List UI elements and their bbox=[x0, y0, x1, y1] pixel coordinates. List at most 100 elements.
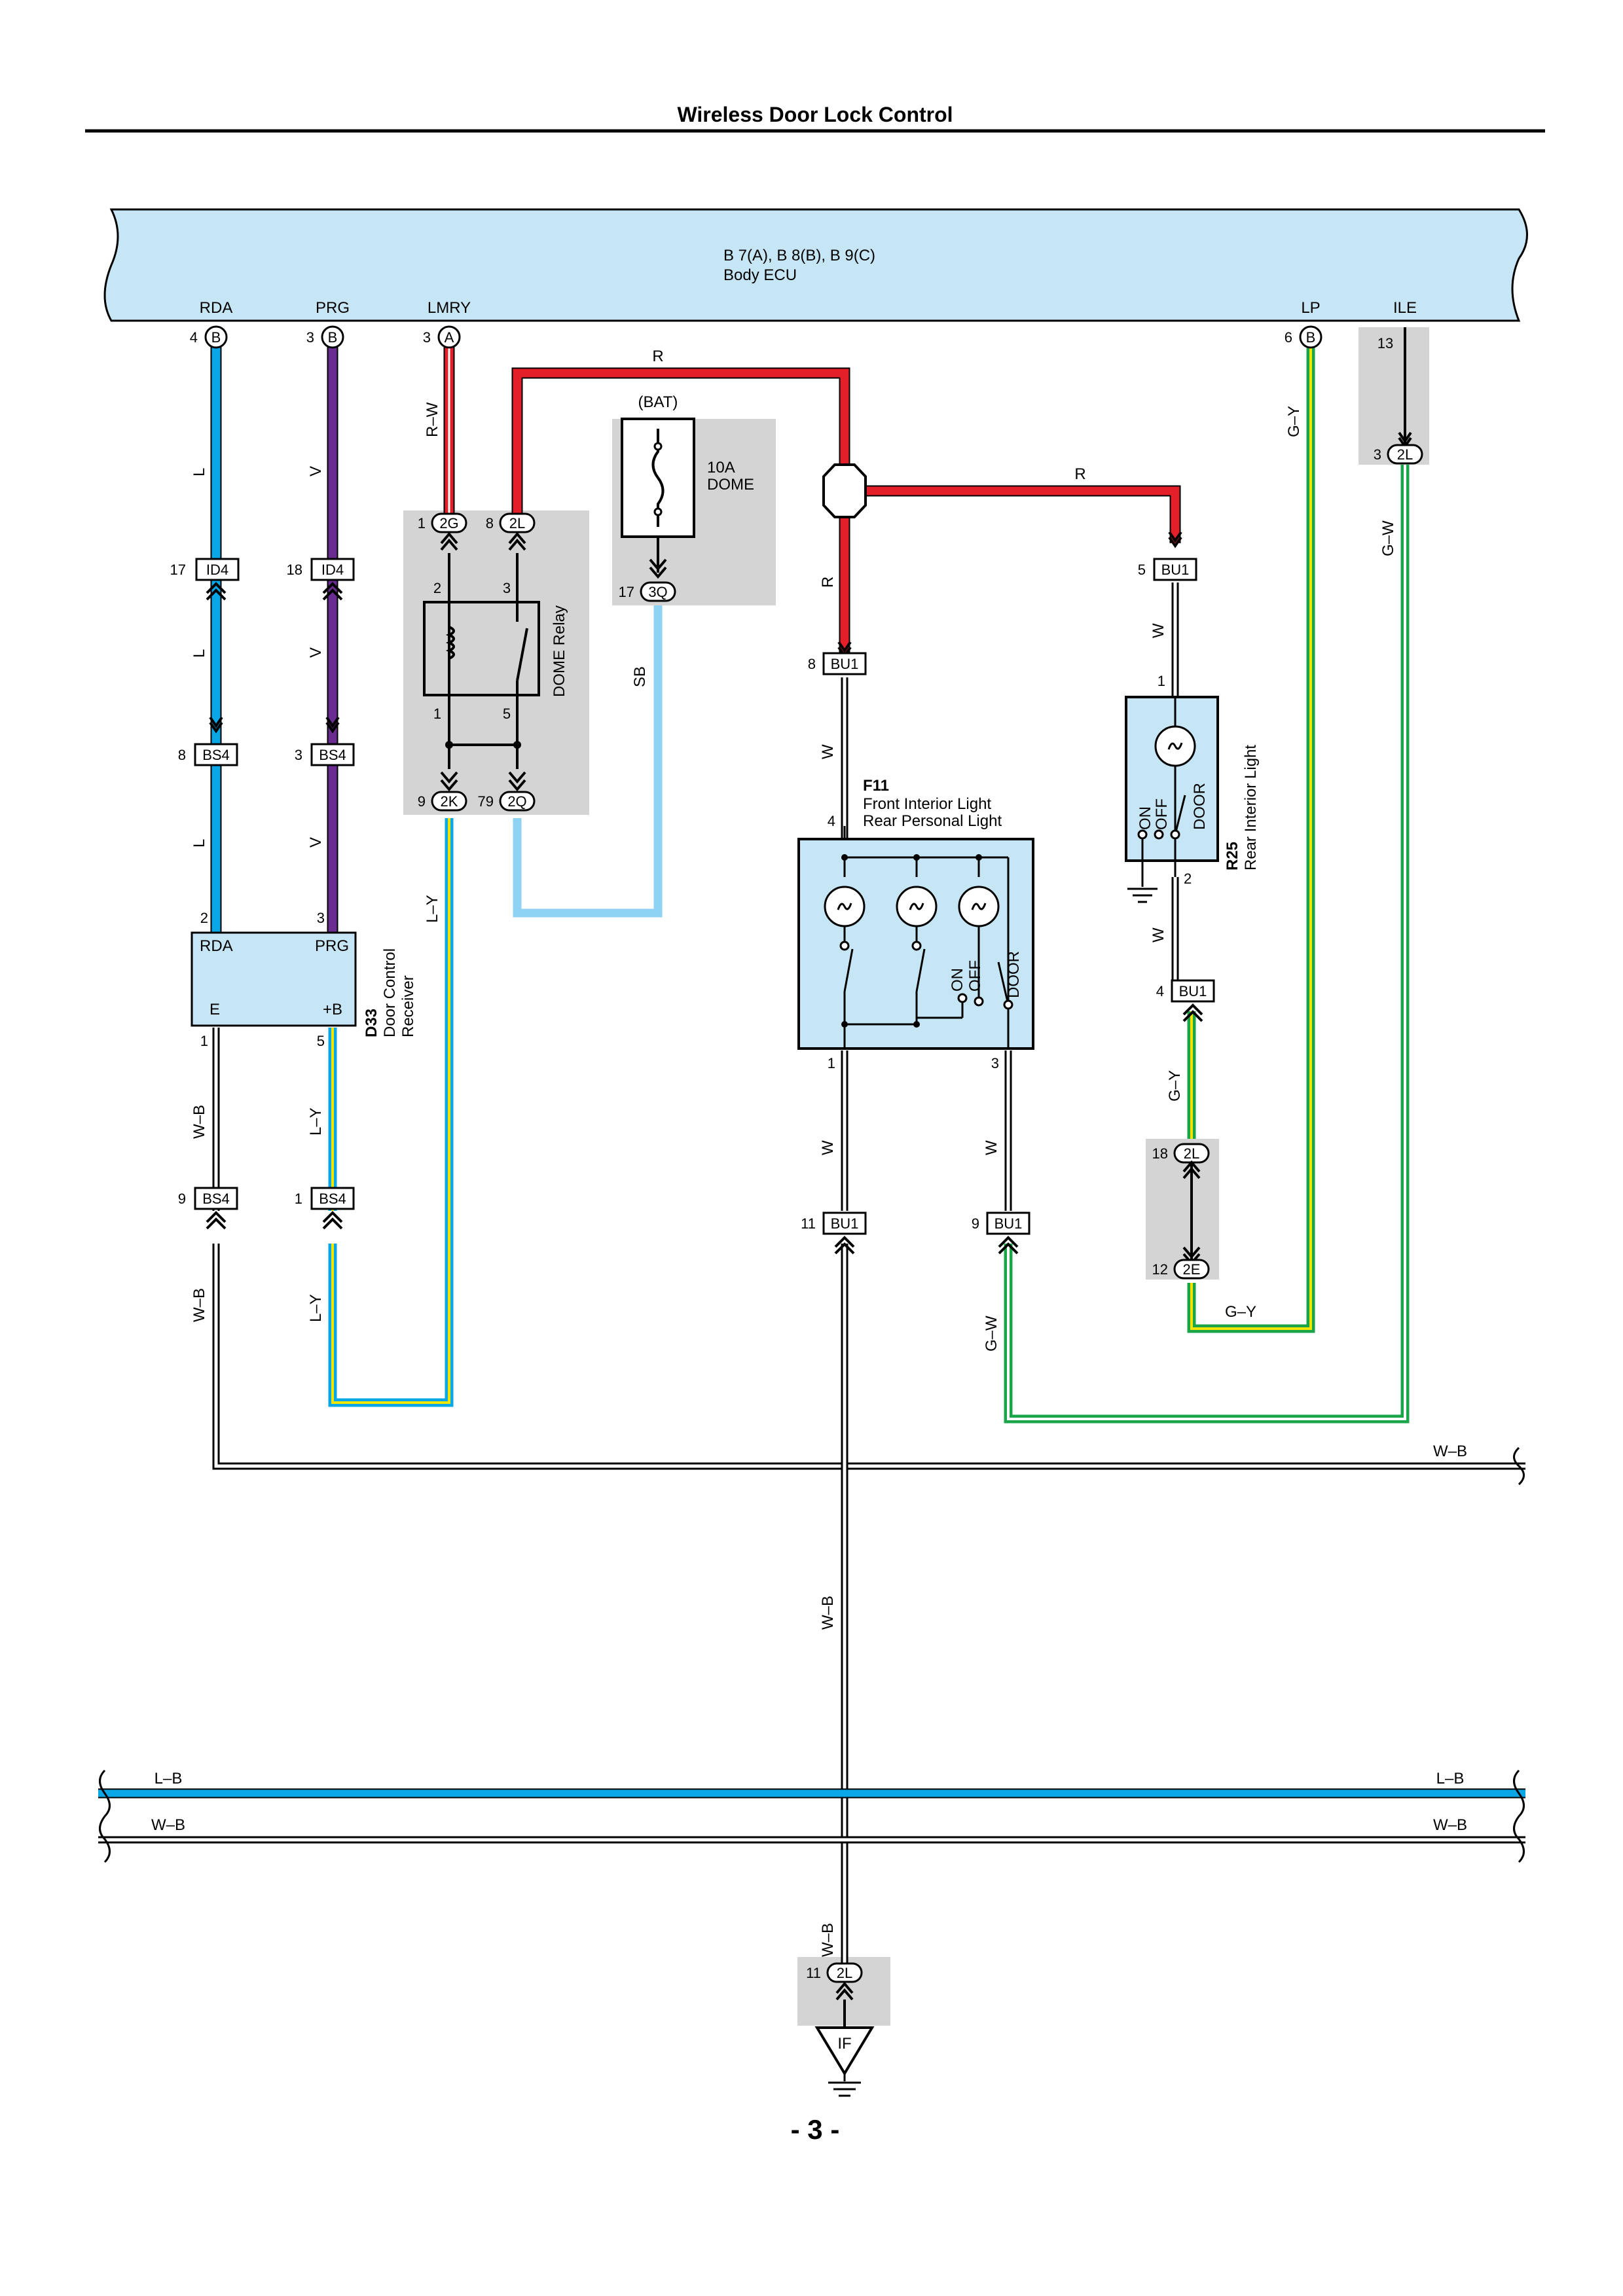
bus-break-marks bbox=[99, 1446, 1525, 1863]
rear-light-contacts bbox=[1137, 829, 1180, 840]
front-switch-door: DOOR bbox=[1005, 951, 1023, 998]
receiver-term-prg: PRG bbox=[315, 937, 349, 955]
conn-bu1-rear-bot-name: BU1 bbox=[1179, 983, 1207, 999]
conn-2l-gnd-pin: 11 bbox=[806, 1965, 821, 1981]
label-w-4: W bbox=[819, 1140, 837, 1155]
relay-pin-3: 3 bbox=[503, 580, 511, 596]
ground-triangle-icon bbox=[814, 2026, 875, 2076]
ecu-conn-rda: B bbox=[211, 329, 221, 346]
conn-2g-pin: 1 bbox=[418, 515, 426, 531]
label-gy-1: G–Y bbox=[1285, 406, 1303, 437]
label-gw-1: G–W bbox=[1379, 520, 1397, 556]
conn-bs4-prg-pin: 3 bbox=[295, 747, 302, 763]
ecu-name: B 7(A), B 8(B), B 9(C) bbox=[723, 247, 875, 264]
receiver-code: D33 bbox=[363, 1009, 380, 1037]
conn-id4-rda-pin: 17 bbox=[170, 562, 186, 578]
label-wb-left: W–B bbox=[151, 1816, 185, 1834]
rear-light-ground-icon bbox=[1127, 888, 1158, 903]
label-w-3: W bbox=[1150, 927, 1167, 942]
conn-id4-prg-name: ID4 bbox=[321, 562, 344, 578]
front-light-internals bbox=[824, 826, 1010, 1049]
conn-3q bbox=[640, 581, 676, 602]
ecu-pin-prg: 3 bbox=[306, 329, 314, 346]
conn-2e bbox=[1173, 1259, 1210, 1280]
conn-bs4-prg-name: BS4 bbox=[319, 747, 346, 763]
ecu-term-ile: ILE bbox=[1393, 299, 1417, 317]
conn-bu1-r-pin: 8 bbox=[808, 656, 816, 672]
fuse-rating: 10A bbox=[707, 459, 735, 476]
front-switch-on: ON bbox=[949, 968, 966, 992]
label-wb-right: W–B bbox=[1433, 1816, 1467, 1834]
conn-2l-ile-name: 2L bbox=[1397, 446, 1413, 463]
receiver-pin-5: 5 bbox=[317, 1033, 325, 1049]
conn-id4-prg-pin: 18 bbox=[287, 562, 302, 578]
front-light-pin-4: 4 bbox=[828, 813, 835, 829]
conn-bs4-b bbox=[310, 1187, 355, 1230]
conn-bs4-rda bbox=[194, 743, 238, 766]
ecu-pin-rda: 4 bbox=[190, 329, 198, 346]
fuse-icon bbox=[651, 429, 665, 527]
wire-sb bbox=[513, 605, 663, 918]
label-lb-right: L–B bbox=[1436, 1770, 1465, 1787]
conn-2q-pin: 79 bbox=[478, 793, 494, 810]
relay-pin-1: 1 bbox=[433, 706, 441, 722]
label-wb-5: W–B bbox=[1433, 1443, 1467, 1460]
front-light-pin-1: 1 bbox=[828, 1055, 835, 1071]
conn-bs4-e bbox=[194, 1187, 238, 1230]
ecu-conn-lmry: A bbox=[445, 329, 454, 346]
receiver-term-e: E bbox=[210, 1001, 220, 1018]
conn-bu1-rear-top-pin: 5 bbox=[1138, 562, 1146, 578]
door-control-receiver-box bbox=[191, 931, 357, 1027]
receiver-term-b: +B bbox=[323, 1001, 342, 1018]
rear-light-internals bbox=[1141, 697, 1196, 887]
wire-ly bbox=[328, 818, 454, 1407]
ecu-term-rda: RDA bbox=[200, 299, 233, 317]
front-light-nodes bbox=[841, 854, 982, 1028]
ground-arrow-icon bbox=[835, 1981, 854, 2001]
conn-2l-relay-name: 2L bbox=[509, 515, 525, 531]
label-wb-4: W–B bbox=[819, 1923, 837, 1957]
conn-bu1-rear-bot bbox=[1171, 979, 1215, 1003]
front-light-name-2: Rear Personal Light bbox=[863, 812, 1002, 830]
relay-name: DOME Relay bbox=[551, 605, 568, 697]
label-rw: R–W bbox=[424, 402, 441, 437]
receiver-pin-3: 3 bbox=[317, 910, 325, 926]
wire-w bbox=[841, 583, 1179, 1211]
conn-2e-pin: 12 bbox=[1152, 1261, 1168, 1278]
conn-bu1-f1-name: BU1 bbox=[831, 1215, 859, 1232]
label-gy-2: G–Y bbox=[1166, 1070, 1184, 1102]
ecu-pins bbox=[204, 325, 1322, 349]
conn-2l-ile bbox=[1387, 444, 1423, 465]
conn-2l-gnd-name: 2L bbox=[837, 1965, 852, 1981]
label-r-top: R bbox=[652, 348, 663, 365]
fuse-source: (BAT) bbox=[638, 393, 678, 411]
conn-2q-name: 2Q bbox=[507, 793, 526, 810]
conn-2e-name: 2E bbox=[1183, 1261, 1201, 1278]
conn-bs4-e-pin: 9 bbox=[178, 1191, 186, 1207]
wire-gw bbox=[1004, 465, 1410, 1424]
receiver-label: D33 Door Control Receiver bbox=[363, 948, 417, 1037]
rear-light-name: Rear Interior Light bbox=[1242, 745, 1260, 870]
conn-bu1-f3-name: BU1 bbox=[994, 1215, 1023, 1232]
label-r-right: R bbox=[1074, 465, 1085, 483]
ecu-conn-prg: B bbox=[328, 329, 338, 346]
label-ly-1: L–Y bbox=[424, 895, 441, 923]
label-v-3: V bbox=[307, 837, 325, 848]
label-wb-3: W–B bbox=[819, 1596, 837, 1630]
conn-2l-relay-pin: 8 bbox=[486, 515, 494, 531]
conn-bu1-f1-pin: 11 bbox=[801, 1215, 816, 1232]
ecu-term-lmry: LMRY bbox=[428, 299, 471, 317]
conn-2k-name: 2K bbox=[441, 793, 458, 810]
bu1-f3-arrow-icon bbox=[998, 1236, 1019, 1255]
rear-light-pin-2: 2 bbox=[1184, 870, 1192, 887]
conn-bs4-b-name: BS4 bbox=[319, 1191, 346, 1207]
wire-gy bbox=[1187, 347, 1315, 1333]
rear-switch-off: OFF bbox=[1153, 798, 1171, 830]
conn-2k-pin: 9 bbox=[418, 793, 426, 810]
receiver-pin-1: 1 bbox=[200, 1033, 208, 1049]
rear-light-code: R25 bbox=[1224, 842, 1241, 870]
page-number: - 3 - bbox=[791, 2114, 840, 2145]
label-w-1: W bbox=[819, 744, 837, 759]
wire-wb bbox=[212, 1028, 1525, 1470]
